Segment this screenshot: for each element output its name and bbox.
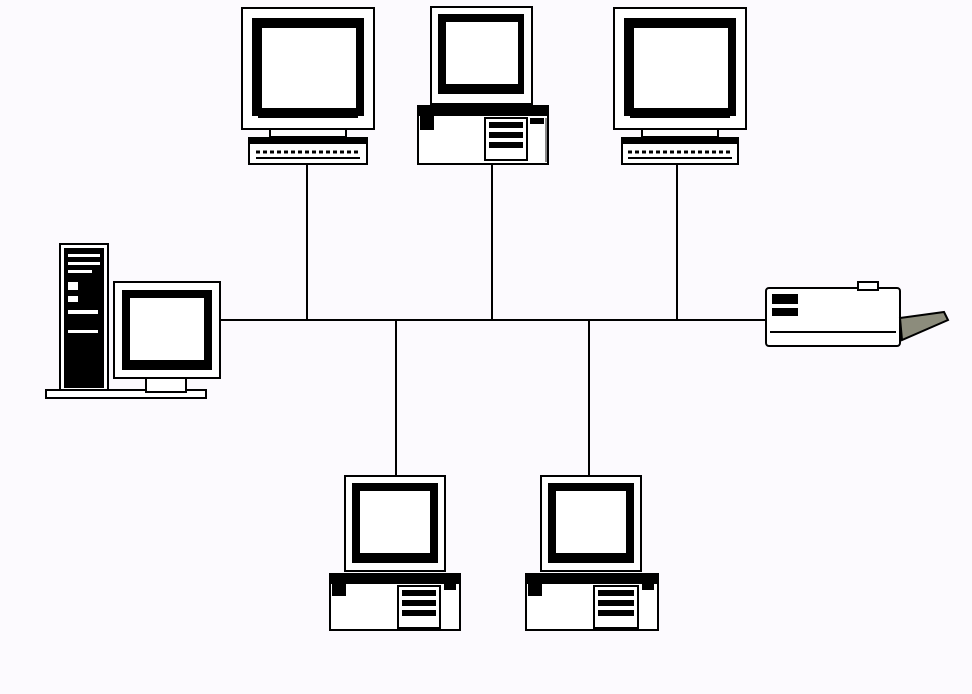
workstation-icon (241, 7, 375, 165)
server-icon (45, 243, 221, 399)
printer-icon (765, 281, 950, 347)
desktop-computer-icon (417, 6, 549, 165)
workstation-icon (613, 7, 747, 165)
network-cabling (218, 165, 766, 476)
desktop-computer-icon (525, 475, 659, 631)
desktop-computer-icon (329, 475, 461, 631)
